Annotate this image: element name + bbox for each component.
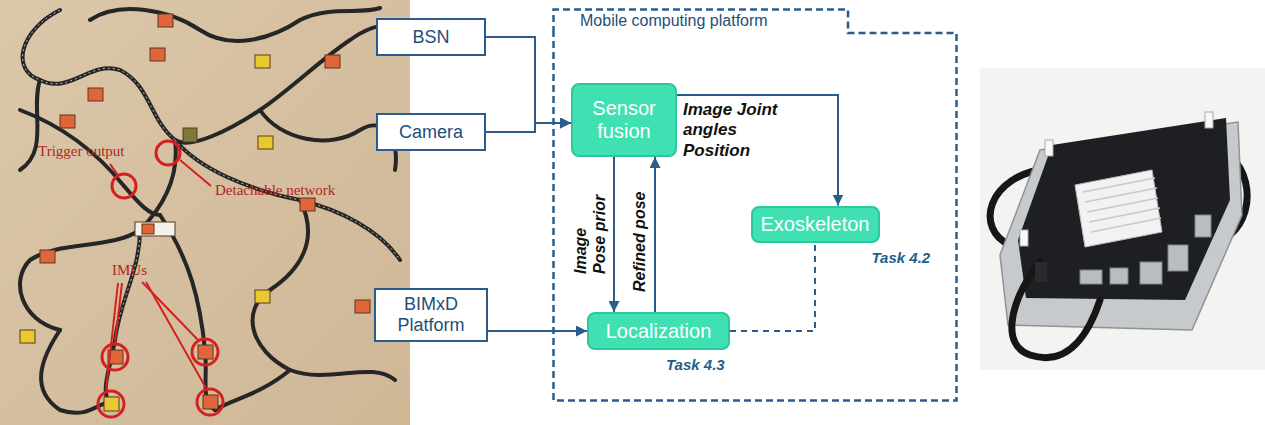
drawing-circle: [156, 141, 180, 165]
drawing-g: [1083, 178, 1161, 232]
drawing-rect: [300, 198, 315, 211]
drawing-line: [146, 282, 206, 388]
drawing-line: [106, 283, 118, 390]
edge-label: Refined pose: [630, 172, 649, 292]
node-label: Sensor fusion: [579, 97, 669, 143]
drawing-path: [20, 110, 160, 215]
edge-label: Image Joint angles Position: [683, 100, 785, 161]
dashed-border: [554, 10, 957, 401]
drawing-rect: [142, 224, 154, 234]
region-heading: Mobile computing platform: [580, 12, 768, 30]
drawing-path: [106, 230, 140, 405]
platform-region: Sensor fusionExoskeletonTask 4.2Localiza…: [552, 8, 958, 402]
process-box: ExoskeletonTask 4.2: [751, 206, 880, 243]
drawing-circle: [192, 339, 218, 365]
drawing-rect: [183, 128, 197, 142]
drawing-path: [215, 370, 290, 410]
drawing-circle: [197, 389, 223, 415]
drawing-g: [20, 8, 405, 413]
input-box: Camera: [376, 113, 486, 151]
drawing-circle: [98, 391, 124, 417]
drawing-g: [106, 160, 211, 390]
drawing-rect: [1205, 112, 1213, 128]
callout-label: Trigger output: [38, 143, 125, 160]
drawing-circle: [102, 344, 128, 370]
drawing-rect: [980, 68, 1265, 370]
drawing-rect: [1020, 230, 1028, 246]
node-label: Exoskeleton: [761, 213, 870, 236]
drawing-g: [20, 14, 370, 411]
node-label: Localization: [606, 320, 712, 343]
drawing-rect: [0, 0, 410, 425]
callout-label: IMUs: [112, 262, 147, 279]
drawing-rect: [1045, 140, 1053, 156]
drawing-rect: [203, 395, 218, 409]
drawing-circle: [112, 174, 136, 198]
drawing-rect: [1195, 215, 1211, 237]
drawing-path: [1012, 262, 1100, 358]
flow-arrow: [677, 95, 838, 206]
drawing-rect: [1140, 262, 1162, 284]
task-label: Task 4.3: [666, 356, 725, 373]
drawing-path: [23, 10, 175, 140]
task-label: Task 4.2: [872, 249, 931, 266]
input-box: BSN: [376, 18, 486, 56]
drawing-path: [20, 140, 176, 330]
callout-label: Detachable network: [215, 182, 335, 199]
drawing-g: [1020, 112, 1213, 246]
drawing-rect: [1035, 262, 1047, 282]
edge-label: Image Pose prior: [571, 190, 609, 274]
drawing-line: [110, 164, 118, 175]
drawing-g: [1080, 215, 1211, 284]
drawing-rect: [1168, 245, 1188, 271]
drawing-g: [98, 141, 223, 417]
drawing-rect: [20, 330, 35, 343]
drawing-rect: [40, 250, 55, 263]
drawing-path: [175, 140, 400, 260]
flow-arrow: [486, 123, 571, 132]
drawing-path: [90, 8, 380, 41]
drawing-rect: [255, 290, 270, 303]
drawing-rect: [104, 397, 119, 411]
drawing-rect: [60, 115, 75, 128]
drawing-path: [175, 140, 400, 260]
drawing-rect: [1080, 270, 1102, 284]
drawing-path: [160, 215, 215, 410]
drawing-line: [180, 160, 211, 186]
node-label: Camera: [399, 122, 463, 143]
drawing-line: [1091, 218, 1161, 232]
drawing-rect: [198, 345, 213, 359]
drawing-rect: [135, 222, 175, 236]
drawing-g: [23, 10, 400, 340]
drawing-path: [41, 330, 112, 413]
node-label: BSN: [412, 27, 449, 48]
process-box: LocalizationTask 4.3: [587, 312, 730, 350]
drawing-rect: [158, 14, 173, 27]
drawing-rect: [88, 88, 103, 101]
flow-arrow: [654, 157, 656, 312]
drawing-rect: [258, 136, 273, 149]
flow-arrow: [488, 330, 587, 332]
drawing-polygon: [1018, 118, 1230, 300]
flow-arrow: [613, 157, 615, 312]
process-box: Sensor fusion: [571, 83, 677, 157]
input-box: BIMxD Platform: [374, 288, 488, 342]
drawing-path: [23, 10, 405, 143]
drawing-rect: [255, 55, 270, 68]
drawing-rect: [150, 48, 165, 61]
node-label: BIMxD Platform: [384, 294, 478, 335]
drawing-rect: [355, 300, 370, 313]
drawing-rect: [1110, 268, 1128, 284]
flow-arrow: [486, 37, 571, 123]
dashed-link: [730, 243, 815, 332]
drawing-polygon: [1075, 170, 1162, 247]
drawing-path: [20, 80, 40, 170]
drawing-rect: [325, 55, 340, 68]
